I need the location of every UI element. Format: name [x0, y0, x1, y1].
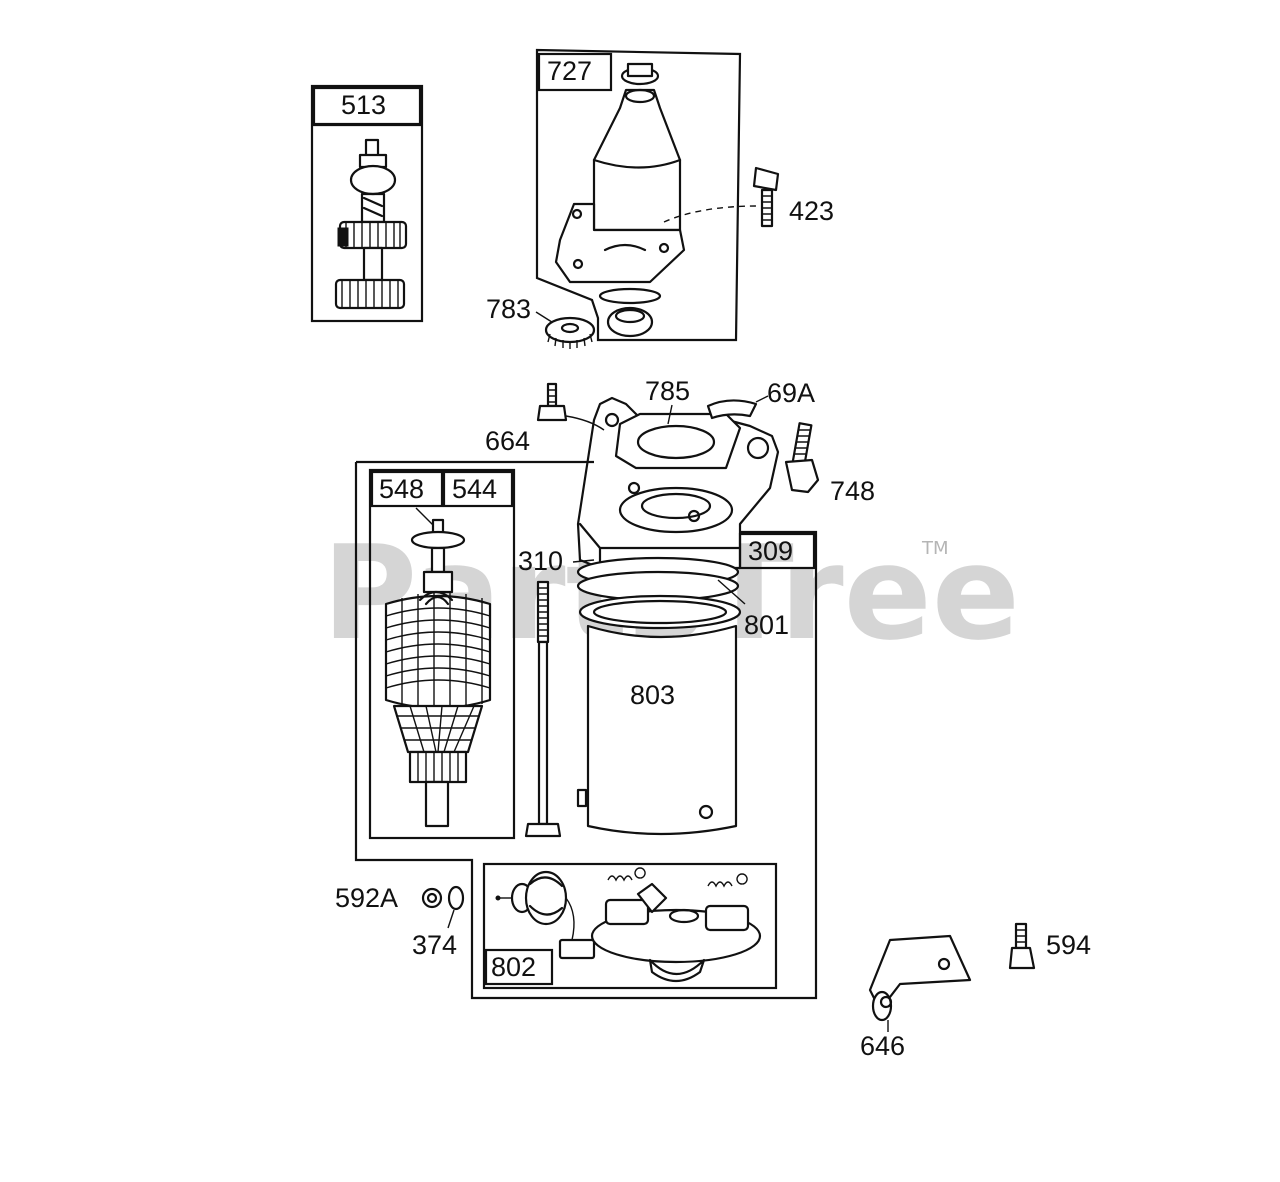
label-802: 802 — [491, 952, 536, 982]
lock-plate-69A — [706, 399, 758, 420]
nut-592A — [421, 887, 443, 909]
label-309: 309 — [748, 536, 793, 566]
label-544: 544 — [452, 474, 497, 504]
pinion-drawing — [334, 138, 408, 310]
label-513: 513 — [341, 90, 386, 120]
leader-801 — [717, 579, 746, 605]
end-cap-drawing — [554, 62, 686, 338]
label-548: 548 — [379, 474, 424, 504]
label-803: 803 — [630, 680, 675, 710]
screw-664-drawing — [536, 382, 568, 422]
label-748: 748 — [830, 476, 875, 506]
brush-plate-drawing — [495, 867, 762, 983]
part-423-group[interactable]: 423 — [663, 166, 834, 228]
part-727-box — [535, 48, 742, 342]
pin-594-drawing — [1008, 922, 1036, 970]
trademark: TM — [921, 538, 949, 559]
label-727: 727 — [547, 56, 592, 86]
brush-plate-box — [482, 862, 778, 990]
part-513-group[interactable]: 513 — [310, 84, 424, 323]
label-374: 374 — [412, 930, 457, 960]
part-727-label-box — [537, 52, 613, 92]
part-748-group[interactable]: 748 — [784, 422, 875, 506]
part-69A-group[interactable]: 69A — [706, 378, 815, 420]
part-802-group[interactable]: 802 — [482, 862, 778, 990]
label-423: 423 — [789, 196, 834, 226]
part-803-group[interactable]: 803 — [576, 624, 738, 836]
part-646-group[interactable]: 646 — [860, 934, 972, 1061]
part-664-group[interactable]: 664 — [485, 382, 605, 456]
leader-664 — [565, 415, 605, 431]
screw-423-drawing — [752, 166, 780, 228]
label-310: 310 — [518, 546, 563, 576]
label-646: 646 — [860, 1031, 905, 1061]
label-548-box — [370, 470, 444, 508]
washer-374 — [447, 885, 465, 911]
leader-69A — [755, 395, 769, 403]
label-309-box — [738, 532, 816, 570]
label-785: 785 — [645, 376, 690, 406]
label-783: 783 — [486, 294, 531, 324]
part-592A-group[interactable]: 592A — [335, 883, 443, 913]
part-727-group[interactable]: 727 — [535, 48, 742, 342]
thru-bolt-310-drawing — [524, 580, 562, 838]
leader-374 — [447, 909, 455, 929]
main-assembly-box — [354, 460, 818, 1000]
gear-783-drawing — [544, 316, 596, 349]
armature-drawing — [384, 518, 492, 828]
label-592A: 592A — [335, 883, 398, 913]
part-513-box — [310, 84, 424, 323]
armature-box — [368, 468, 516, 840]
leader-785 — [667, 404, 673, 425]
label-801: 801 — [744, 610, 789, 640]
part-513-label-box — [312, 86, 422, 126]
label-802-box — [484, 948, 554, 986]
part-594-group[interactable]: 594 — [1008, 922, 1091, 970]
part-548-544-group[interactable]: 548 544 — [368, 468, 516, 840]
part-801-group[interactable]: 801 — [578, 579, 789, 640]
part-783-group[interactable]: 783 — [486, 294, 596, 349]
bolt-748-drawing — [784, 422, 820, 494]
part-309-group[interactable]: 309 — [738, 532, 816, 570]
housing-bracket-drawing — [576, 396, 780, 602]
part-374-group[interactable]: 374 — [412, 885, 465, 960]
motor-housing-803 — [586, 624, 738, 836]
part-310-group[interactable]: 310 — [518, 546, 595, 838]
leader-310 — [572, 559, 595, 563]
label-594: 594 — [1046, 930, 1091, 960]
label-664: 664 — [485, 426, 530, 456]
label-544-box — [442, 470, 514, 508]
label-69A: 69A — [767, 378, 815, 408]
part-785-group[interactable]: 785 — [645, 376, 690, 425]
